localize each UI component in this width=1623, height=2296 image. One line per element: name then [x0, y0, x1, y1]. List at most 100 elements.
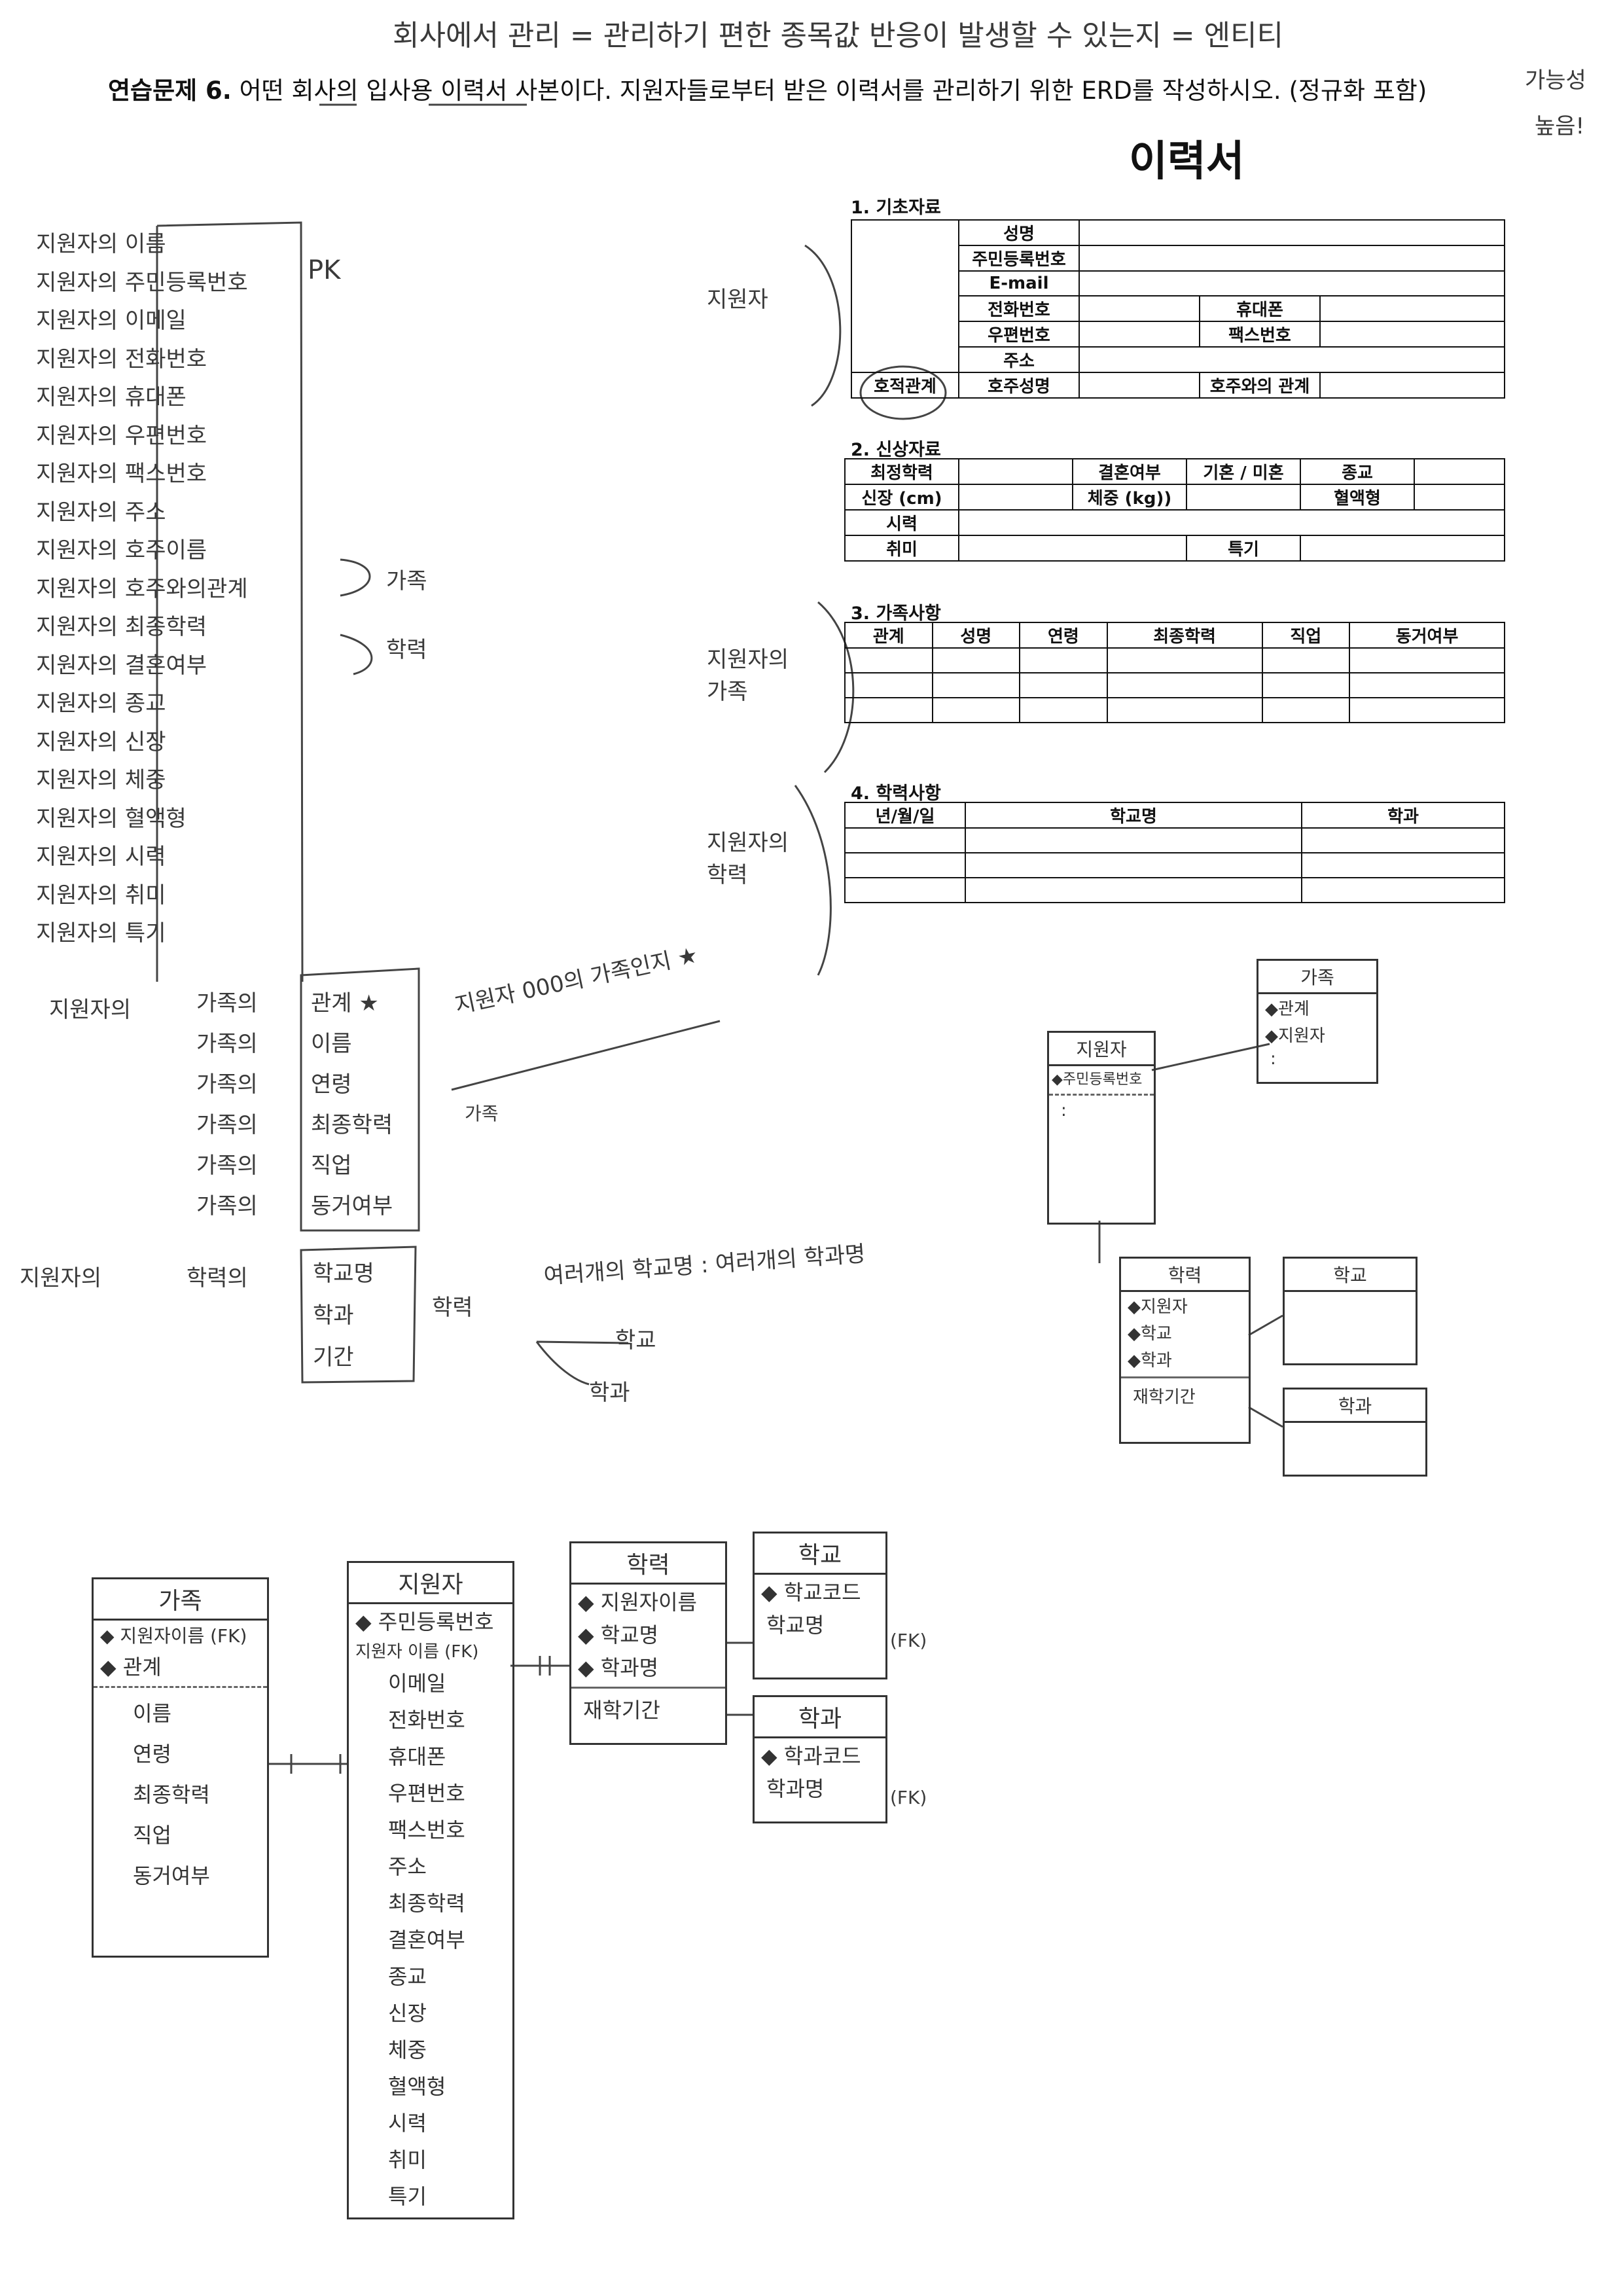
edu-crowfoot	[539, 1656, 551, 1676]
label-head-name: 호주성명	[958, 372, 1080, 399]
side-edu: 지원자의 학력	[707, 830, 789, 888]
big-family-attr: 이름	[133, 1701, 171, 1726]
family-col-name: 성명	[931, 622, 1021, 649]
big-applicant-attr: 혈액형	[388, 2074, 446, 2099]
big-family-pk1: ◆ 지원자이름 (FK)	[100, 1625, 247, 1647]
edu-attr-box	[300, 1246, 417, 1384]
big-applicant-attr: 체중	[388, 2037, 427, 2062]
family-bracket	[340, 558, 371, 597]
big-dept-attr: 학과명	[766, 1776, 825, 1801]
question-number: 연습문제 6.	[108, 77, 232, 105]
big-dept-fk: (FK)	[890, 1787, 927, 1808]
edu-attr-item: 기간	[313, 1344, 354, 1371]
note-dept: 학과	[589, 1380, 630, 1406]
big-applicant-fk: 지원자 이름 (FK)	[355, 1642, 479, 1662]
big-applicant-attr: 결혼여부	[388, 1928, 465, 1952]
big-family-name: 가족	[94, 1579, 267, 1621]
applicant-attr-item: 지원자의 주소	[36, 499, 166, 526]
applicant-attr-item: 지원자의 휴대폰	[36, 384, 187, 410]
family-note-underline	[451, 1020, 721, 1091]
applicant-attr-item: 지원자의 전화번호	[36, 346, 207, 372]
applicant-attr-item: 지원자의 호주와의관계	[36, 575, 248, 602]
big-applicant-attr: 전화번호	[388, 1708, 465, 1732]
small-applicant-name: 지원자	[1049, 1033, 1154, 1066]
small-edu-pk2: ◆학교	[1128, 1324, 1172, 1344]
label-married-val: 기혼 / 미혼	[1186, 458, 1301, 485]
family-prefix: 가족의	[196, 1112, 258, 1138]
applicant-attr-item: 지원자의 최종학력	[36, 614, 207, 640]
big-dept-name: 학과	[755, 1697, 885, 1738]
big-edu-pk2: ◆ 학교명	[578, 1623, 659, 1647]
family-attr-box	[300, 967, 420, 1232]
family-attr-item: 최종학력	[311, 1112, 393, 1138]
big-applicant-attr: 주소	[388, 1854, 427, 1879]
edu-col-school: 학교명	[965, 802, 1302, 829]
family-crowfoot	[290, 1754, 342, 1774]
big-applicant-attr: 취미	[388, 2147, 427, 2172]
applicant-attr-item: 지원자의 특기	[36, 920, 166, 946]
family-col-live: 동거여부	[1349, 622, 1505, 649]
applicant-attr-item: 지원자의 호주이름	[36, 537, 207, 564]
small-edu-pk1: ◆지원자	[1128, 1297, 1188, 1317]
applicant-attr-item: 지원자의 체중	[36, 767, 166, 793]
note-school: 학교	[615, 1327, 656, 1354]
side-applicant: 지원자	[707, 287, 768, 313]
pk-mark: PK	[308, 255, 341, 285]
label-head-rel: 호주와의 관계	[1199, 372, 1321, 399]
family-attr-item: 이름	[311, 1031, 352, 1057]
applicant-attr-item: 지원자의 시력	[36, 844, 166, 870]
big-entity-edu: 학력 ◆ 지원자이름 ◆ 학교명 ◆ 학과명 재학기간	[569, 1541, 727, 1745]
applicant-attr-item: 지원자의 이메일	[36, 308, 187, 334]
big-applicant-pk: ◆ 주민등록번호	[355, 1609, 494, 1634]
small-link-dept	[1248, 1406, 1283, 1428]
section-3-title: 3. 가족사항	[851, 603, 941, 624]
edu-attr-item: 학교명	[313, 1261, 374, 1287]
label-religion: 종교	[1300, 458, 1415, 485]
label-edu: 최정학력	[844, 458, 959, 485]
family-col-edu: 최종학력	[1106, 622, 1263, 649]
photo-cell	[851, 219, 959, 372]
label-blood: 혈액형	[1300, 484, 1415, 511]
label-email: E-mail	[958, 270, 1080, 296]
family-attr-item: 직업	[311, 1153, 352, 1179]
small-school-name: 학교	[1285, 1259, 1416, 1292]
edu-col-date: 년/월/일	[844, 802, 966, 829]
edu-applicant-label: 지원자의	[20, 1265, 102, 1291]
edu-prefix: 학력의	[187, 1265, 248, 1291]
small-entity-applicant: 지원자 ◆주민등록번호 :	[1047, 1031, 1156, 1225]
edu-col-dept: 학과	[1301, 802, 1505, 829]
small-edu-attr: 재학기간	[1133, 1388, 1196, 1407]
family-attr-row: 가족의 직업	[196, 1147, 419, 1188]
edu-side-bracket	[794, 785, 832, 976]
note-hakryeok: 학력	[386, 637, 427, 663]
big-applicant-attr: 최종학력	[388, 1891, 465, 1916]
big-school-attr: 학교명	[766, 1613, 825, 1638]
label-mobile: 휴대폰	[1199, 295, 1321, 322]
family-attr-row: 가족의 최종학력	[196, 1107, 419, 1147]
family-applicant-label: 지원자의	[49, 997, 132, 1023]
small-family-pk2: ◆지원자	[1265, 1026, 1325, 1046]
big-entity-dept: 학과 ◆ 학과코드 학과명	[753, 1695, 887, 1823]
label-name: 성명	[958, 219, 1080, 246]
label-rrn: 주민등록번호	[958, 245, 1080, 272]
big-edu-attr: 재학기간	[583, 1698, 660, 1723]
family-attr-item: 연령	[311, 1071, 352, 1098]
big-family-attr: 연령	[133, 1742, 171, 1767]
question-text: 어떤 회사의 입사용 이력서 사본이다. 지원자들로부터 받은 이력서를 관리하…	[239, 77, 1427, 105]
family-prefix: 가족의	[196, 1153, 258, 1179]
big-school-fk: (FK)	[890, 1630, 927, 1651]
big-school-name: 학교	[755, 1534, 885, 1575]
applicant-attr-item: 지원자의 이름	[36, 231, 166, 257]
label-fax: 팩스번호	[1199, 321, 1321, 348]
big-family-attr: 직업	[133, 1823, 171, 1848]
family-col-rel: 관계	[844, 622, 933, 649]
family-prefix: 가족의	[196, 1193, 258, 1219]
form-title: 이력서	[1129, 137, 1245, 186]
school-dept-split	[535, 1340, 629, 1386]
